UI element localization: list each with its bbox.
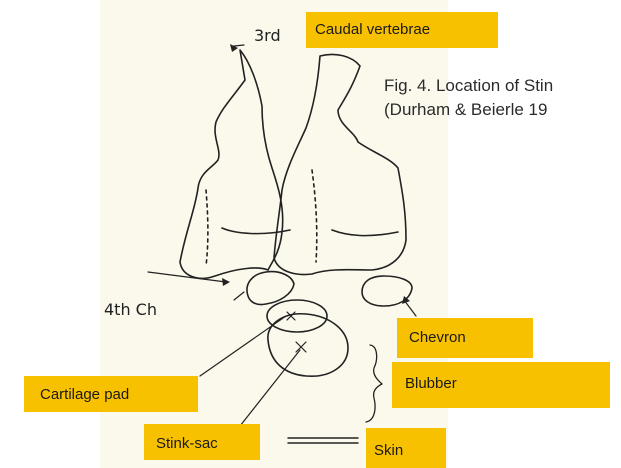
left-chevron <box>247 272 294 305</box>
blubber-brace <box>366 345 382 422</box>
skin-label: Skin <box>366 428 446 468</box>
third-vertebra-label: 3rd <box>254 26 281 45</box>
figure-caption-line2: (Durham & Beierle 19 <box>384 100 547 120</box>
caudal-vertebrae-label: Caudal vertebrae <box>306 12 498 48</box>
right-vertebra-dash <box>312 170 317 262</box>
right-vertebra-inner <box>332 230 398 236</box>
stink-sac-shape <box>268 314 348 376</box>
chevron-label: Chevron <box>397 318 533 358</box>
figure-caption-line1: Fig. 4. Location of Stin <box>384 76 553 96</box>
left-vertebra-outline <box>180 50 283 278</box>
stink-sac-label: Stink-sac <box>144 424 260 460</box>
fourth-chevron-label: 4th Ch <box>104 300 157 319</box>
blubber-label: Blubber <box>392 362 610 408</box>
left-vertebra-dash <box>206 190 208 266</box>
cartilage-pad-label: Cartilage pad <box>24 376 198 412</box>
left-vertebra-inner <box>222 228 290 234</box>
